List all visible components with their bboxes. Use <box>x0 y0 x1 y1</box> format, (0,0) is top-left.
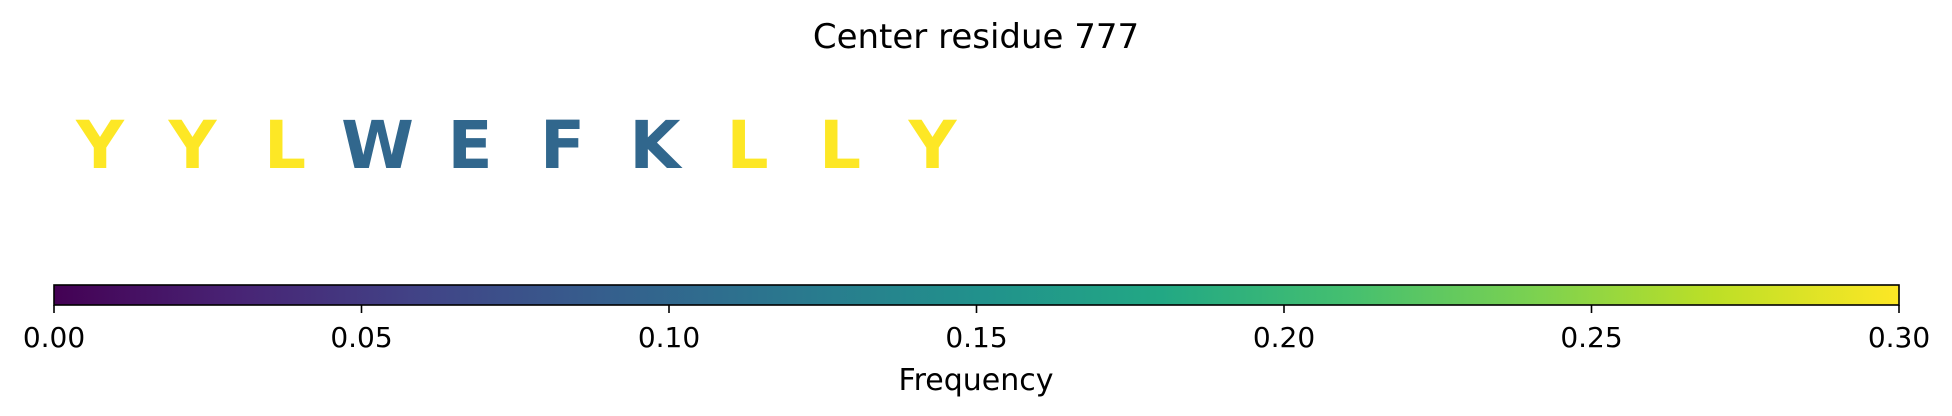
colorbar-tick-label: 0.20 <box>1253 321 1315 354</box>
colorbar-tick-label: 0.30 <box>1868 321 1930 354</box>
residue-letter: E <box>447 107 492 184</box>
colorbar-gradient <box>53 284 1900 306</box>
colorbar-label: Frequency <box>899 363 1054 398</box>
colorbar-tick-label: 0.15 <box>945 321 1007 354</box>
residue-letter: F <box>540 107 585 184</box>
colorbar-tick-label: 0.05 <box>330 321 392 354</box>
colorbar: 0.00 0.05 0.10 0.15 0.20 0.25 0.30 Frequency <box>23 284 1930 398</box>
residue-letter: L <box>264 107 306 184</box>
residue-letter: Y <box>75 107 125 184</box>
colorbar-tick-label: 0.10 <box>638 321 700 354</box>
residue-letter: K <box>629 107 683 184</box>
colorbar-tick-label: 0.25 <box>1560 321 1622 354</box>
colorbar-ticks: 0.00 0.05 0.10 0.15 0.20 0.25 0.30 <box>23 305 1930 354</box>
residue-letter: L <box>819 107 861 184</box>
chart-title: Center residue 777 <box>813 17 1139 57</box>
residue-letter: Y <box>168 107 218 184</box>
residue-letter: Y <box>908 107 958 184</box>
residue-letter: L <box>726 107 768 184</box>
residue-letter: W <box>341 107 414 184</box>
colorbar-tick-label: 0.00 <box>23 321 85 354</box>
